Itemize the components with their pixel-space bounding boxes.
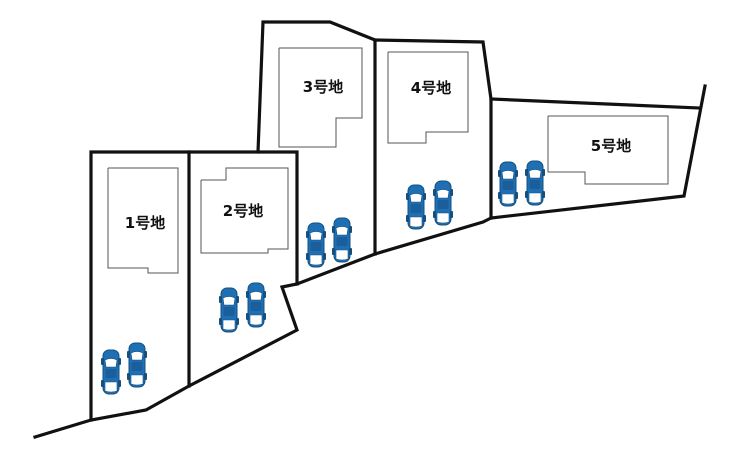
- lot-2-label: 2号地: [223, 202, 263, 220]
- house-4-outline: [387, 51, 469, 144]
- lot-1-label: 1号地: [125, 214, 165, 232]
- parking-car-icon: [432, 180, 454, 226]
- parking-car-icon: [245, 282, 267, 328]
- house-2-outline: [200, 167, 289, 254]
- parking-car-icon: [497, 161, 519, 207]
- parking-car-icon: [100, 349, 122, 395]
- lot-3: 3号地: [256, 20, 377, 268]
- parking-car-icon: [524, 160, 546, 206]
- house-3-outline: [278, 47, 363, 148]
- parking-car-icon: [126, 342, 148, 388]
- lot-5: 5号地: [489, 97, 701, 207]
- parking-car-icon: [331, 217, 353, 263]
- lot-1: 1号地: [89, 150, 191, 422]
- lot-5-label: 5号地: [591, 137, 631, 155]
- lot-3-label: 3号地: [303, 78, 343, 96]
- lot-2: 2号地: [187, 150, 299, 333]
- lot-4-label: 4号地: [411, 79, 451, 97]
- parking-car-icon: [405, 184, 427, 230]
- house-1-outline: [107, 167, 179, 274]
- parking-car-icon: [305, 222, 327, 268]
- lot-4: 4号地: [373, 38, 493, 230]
- house-5-outline: [547, 115, 669, 185]
- road-edge-line: [33, 84, 707, 439]
- parking-car-icon: [218, 287, 240, 333]
